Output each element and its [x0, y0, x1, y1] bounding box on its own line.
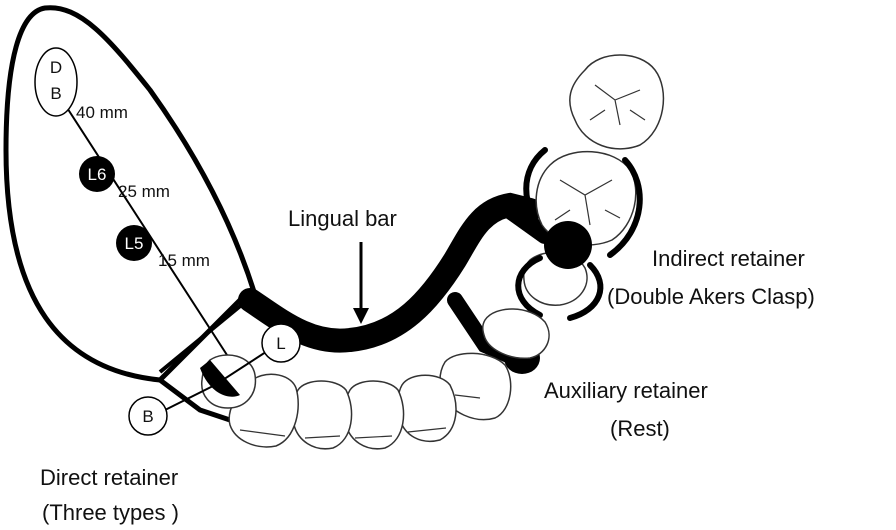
molar-top-grooves	[589, 84, 646, 126]
measurement-25mm: 25 mm	[118, 182, 170, 201]
db-marker-bottom-label: B	[50, 84, 61, 103]
b-marker-label: B	[142, 407, 153, 426]
double-akers-clasp-arm-lower	[515, 255, 604, 321]
molar-top	[569, 54, 665, 150]
l5-marker	[116, 225, 152, 261]
saddle-inner-line	[158, 296, 252, 374]
incisal-lines	[239, 394, 481, 439]
indirect-retainer-label-1: Indirect retainer	[652, 246, 805, 271]
l-marker-label: L	[276, 334, 285, 353]
denture-base-outline	[3, 5, 259, 383]
auxiliary-retainer-label-1: Auxiliary retainer	[544, 378, 708, 403]
direct-retainer-label-2: (Three types )	[42, 500, 179, 525]
l6-marker	[79, 156, 115, 192]
clasped-molar-grooves	[554, 179, 621, 226]
clasp-pointer-L	[214, 347, 273, 386]
l-marker	[261, 323, 301, 363]
lingual-bar-connector	[238, 192, 542, 353]
clasp-pointer-B	[164, 379, 226, 411]
incisor-1	[397, 374, 457, 442]
direct-retainer-clasp	[200, 360, 240, 397]
saddle-lower-border	[158, 378, 231, 423]
incisor-2	[343, 380, 405, 450]
measurement-40mm: 40 mm	[76, 103, 128, 122]
b-marker	[128, 396, 168, 436]
measurement-15mm: 15 mm	[158, 251, 210, 270]
direct-retainer-label-1: Direct retainer	[40, 465, 178, 490]
indirect-retainer-label-2: (Double Akers Clasp)	[607, 284, 815, 309]
db-marker	[34, 47, 78, 117]
auxiliary-retainer-label-2: (Rest)	[610, 416, 670, 441]
lingual-bar-arrow-head	[353, 308, 369, 324]
l6-marker-label: L6	[88, 165, 107, 184]
db-marker-top-label: D	[50, 58, 62, 77]
double-akers-clasp-arm-upper	[523, 147, 643, 258]
premolar-aux	[482, 308, 550, 359]
lingual-bar-label: Lingual bar	[288, 206, 397, 231]
incisor-3	[291, 380, 353, 450]
l5-marker-label: L5	[125, 234, 144, 253]
indirect-retainer-body	[544, 221, 592, 269]
